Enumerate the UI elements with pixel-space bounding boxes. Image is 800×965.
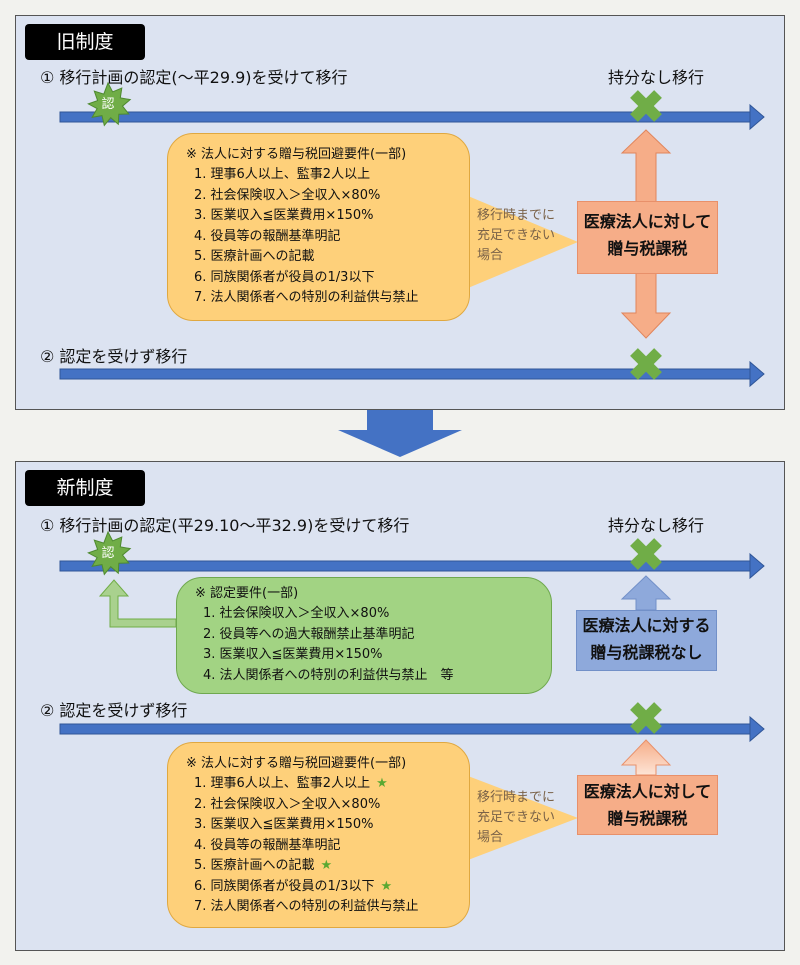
new-system-title: 新制度	[25, 470, 145, 506]
new-req-item: 7. 法人関係者への特別の利益供与禁止	[194, 897, 469, 918]
old-nintei-badge-shape	[87, 81, 132, 127]
new-req-text: 4. 役員等の報酬基準明記	[194, 837, 341, 853]
new-route1-timeline-arrow	[59, 552, 765, 580]
old-req-item: 3. 医業収入≦医業費用×150%	[194, 208, 374, 223]
new-req-text: 2. 社会保険収入＞全収入×80%	[194, 796, 381, 812]
new-tax-box-line2: 贈与税課税	[607, 809, 688, 828]
new-unmet-note: 移行時までに 充足できない 場合	[477, 790, 556, 845]
new-req-item: 5. 医療計画への記載 ★	[194, 856, 469, 877]
new-req-item: 6. 同族関係者が役員の1/3以下 ★	[194, 877, 469, 898]
new-no-tax-box: 医療法人に対する 贈与税課税なし	[576, 610, 717, 671]
new-req-item: 2. 社会保険収入＞全収入×80%	[194, 795, 469, 816]
old-req-item: 7. 法人関係者への特別の利益供与禁止	[194, 290, 419, 305]
old-req-item: 2. 社会保険収入＞全収入×80%	[194, 187, 381, 203]
new-nintei-badge-label: 認	[101, 546, 115, 561]
old-req-item: 1. 理事6人以上、監事2人以上	[194, 167, 371, 182]
old-route2-label: ② 認定を受けず移行	[40, 347, 188, 366]
new-route2-cross-icon	[630, 702, 662, 734]
new-nintei-req-item: 3. 医業収入≦医業費用×150%	[203, 647, 383, 662]
new-tax-box: 医療法人に対して 贈与税課税	[577, 775, 718, 835]
transition-down-arrow	[338, 410, 462, 457]
new-req-text: 6. 同族関係者が役員の1/3以下	[194, 878, 375, 894]
new-nintei-requirements-callout: ※ 認定要件(一部) 1. 社会保険収入＞全収入×80% 2. 役員等への過大報…	[176, 577, 552, 694]
new-req-item: 1. 理事6人以上、監事2人以上 ★	[194, 774, 469, 795]
new-req-item: 4. 役員等の報酬基準明記	[194, 836, 469, 857]
new-nintei-req-item: 4. 法人関係者への特別の利益供与禁止 等	[203, 667, 454, 683]
old-route2-cross-icon	[630, 348, 662, 380]
old-route1-timeline-arrow	[59, 103, 765, 131]
new-route1-cross-icon	[630, 538, 662, 570]
new-tax-box-line1: 医療法人に対して	[583, 782, 712, 801]
old-req-item: 5. 医療計画への記載	[194, 249, 315, 264]
old-system-title: 旧制度	[25, 24, 145, 60]
new-nintei-req-item: 2. 役員等への過大報酬禁止基準明記	[203, 626, 415, 642]
new-tax-up-arrow	[620, 739, 672, 776]
old-req-item: 6. 同族関係者が役員の1/3以下	[194, 269, 375, 285]
old-req-item: 4. 役員等の報酬基準明記	[194, 228, 341, 244]
new-no-tax-up-arrow	[620, 575, 672, 611]
new-req-text: 5. 医療計画への記載	[194, 858, 315, 873]
old-route1-cross-icon	[630, 90, 662, 122]
new-req-text: 3. 医業収入≦医業費用×150%	[194, 817, 374, 832]
old-unmet-note: 移行時までに 充足できない 場合	[477, 208, 556, 263]
new-nintei-link-arrow	[98, 579, 177, 628]
new-callout-pointer	[468, 776, 578, 860]
new-requirements-callout: ※ 法人に対する贈与税回避要件(一部) 1. 理事6人以上、監事2人以上 ★ 2.…	[167, 742, 470, 928]
new-requirements-title: ※ 法人に対する贈与税回避要件(一部)	[186, 756, 407, 771]
new-nintei-badge-shape	[87, 530, 132, 576]
new-nintei-requirements-title: ※ 認定要件(一部)	[195, 586, 299, 601]
star-icon: ★	[376, 776, 388, 791]
old-route2-timeline-arrow	[59, 360, 765, 388]
new-req-item: 3. 医業収入≦医業費用×150%	[194, 815, 469, 836]
old-requirements-title: ※ 法人に対する贈与税回避要件(一部)	[186, 147, 407, 162]
old-route1-label: ① 移行計画の認定(～平29.9)を受けて移行	[40, 68, 348, 87]
new-route1-label: ① 移行計画の認定(平29.10～平32.9)を受けて移行	[40, 516, 410, 535]
old-tax-box-line2: 贈与税課税	[607, 239, 688, 258]
new-nintei-req-item: 1. 社会保険収入＞全収入×80%	[203, 606, 390, 621]
old-tax-box-line1: 医療法人に対して	[583, 212, 712, 231]
old-nintei-badge-label: 認	[101, 97, 115, 112]
star-icon: ★	[380, 878, 393, 894]
new-no-tax-box-line1: 医療法人に対する	[582, 616, 711, 635]
new-req-text: 7. 法人関係者への特別の利益供与禁止	[194, 899, 419, 914]
old-tax-box: 医療法人に対して 贈与税課税	[577, 201, 718, 274]
new-no-tax-box-line2: 贈与税課税なし	[590, 643, 703, 662]
new-no-share-label: 持分なし移行	[608, 516, 705, 535]
old-callout-pointer	[468, 196, 578, 288]
new-route2-label: ② 認定を受けず移行	[40, 701, 188, 720]
star-icon: ★	[320, 858, 333, 873]
old-no-share-label: 持分なし移行	[608, 68, 705, 87]
old-requirements-callout: ※ 法人に対する贈与税回避要件(一部) 1. 理事6人以上、監事2人以上 2. …	[167, 133, 470, 321]
new-route2-timeline-arrow	[59, 715, 765, 743]
new-req-text: 1. 理事6人以上、監事2人以上	[194, 776, 371, 791]
